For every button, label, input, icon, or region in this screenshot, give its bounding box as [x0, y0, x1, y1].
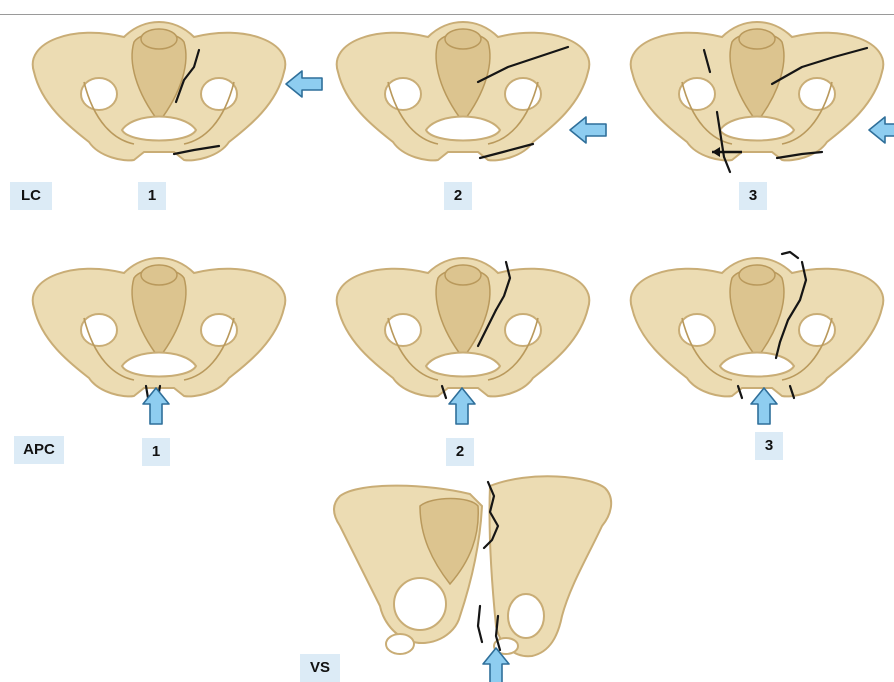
lc-stage-2-pelvis — [318, 12, 618, 172]
vs-symphysis-fracture-line — [478, 606, 482, 642]
apc-stage-1-label: 1 — [142, 438, 170, 466]
group-label-lc: LC — [10, 182, 52, 210]
apc-stage-2-pelvis — [318, 248, 618, 418]
force-arrow-icon — [286, 71, 322, 97]
lc-stage-2-label: 2 — [444, 182, 472, 210]
apc-stage-1-pelvis — [14, 248, 314, 418]
vs-pelvis — [320, 466, 630, 682]
lc-stage-3-pelvis — [612, 12, 894, 172]
apc-stage-2-label: 2 — [446, 438, 474, 466]
lc-stage-3-label: 3 — [739, 182, 767, 210]
force-arrow-icon — [751, 388, 777, 424]
group-label-apc: APC — [14, 436, 64, 464]
lc-stage-1-pelvis — [14, 12, 314, 172]
group-label-vs: VS — [300, 654, 340, 682]
force-arrow-icon — [570, 117, 606, 143]
apc-3-crest-crack — [782, 252, 798, 258]
apc-stage-3-pelvis — [612, 248, 894, 418]
lc-stage-1-label: 1 — [138, 182, 166, 210]
force-arrow-icon — [869, 117, 894, 143]
force-arrow-icon — [449, 388, 475, 424]
apc-stage-3-label: 3 — [755, 432, 783, 460]
